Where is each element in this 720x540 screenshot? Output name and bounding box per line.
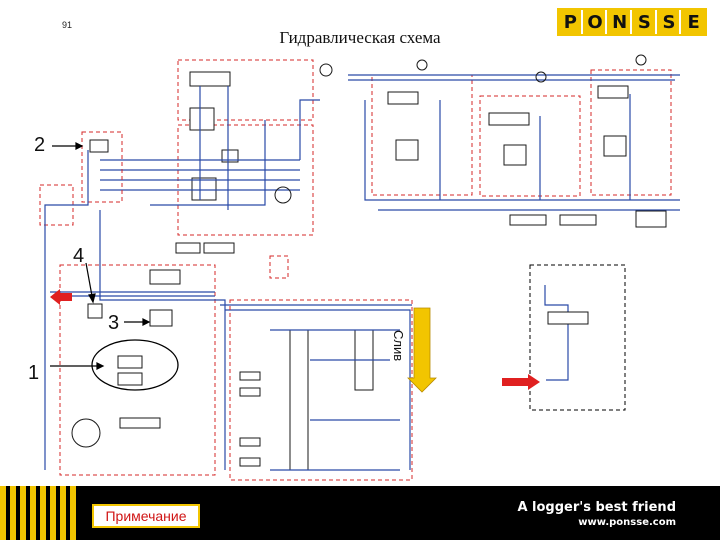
pipes-right [348, 74, 680, 211]
pipes-center [100, 86, 320, 210]
logo-letter: O [584, 10, 608, 34]
center-symbols [175, 63, 333, 254]
footer-bar: Примечание A logger's best friend www.po… [0, 486, 720, 540]
brand-tagline: A logger's best friend [517, 500, 676, 515]
lower-stack-blocks [239, 329, 374, 471]
red-arrow-inset [502, 374, 540, 390]
hydraulic-schematic [39, 54, 680, 481]
callout-leaders [50, 142, 151, 370]
callout-1: 1 [28, 362, 40, 384]
inset-module [502, 264, 626, 411]
logo-letter: S [658, 10, 682, 34]
footer-stripes [0, 486, 76, 540]
logo-letter: S [634, 10, 657, 34]
ponsse-logo: P O N S S E [557, 8, 707, 36]
callout-2: 2 [34, 134, 46, 156]
valve-blocks-center [189, 71, 239, 201]
lower-stack [229, 255, 413, 481]
left-valves [71, 139, 181, 448]
red-arrow-left [50, 289, 72, 305]
page-title: Гидравлическая схема [279, 28, 441, 47]
callout-3: 3 [108, 312, 120, 334]
logo-letter: E [683, 10, 705, 34]
right-valve-blocks [387, 85, 667, 228]
left-pipes [44, 150, 412, 470]
logo-letter: N [609, 10, 633, 34]
logo-letter: P [560, 10, 583, 34]
page-number: 91 [62, 20, 73, 30]
note-button[interactable]: Примечание [92, 504, 200, 528]
drain-label: Слив [391, 330, 406, 362]
circle-p-icons [416, 54, 647, 83]
lower-stack-pipes [270, 329, 400, 471]
callout-4: 4 [73, 245, 85, 267]
highlight-ellipse [91, 339, 179, 391]
drain-arrow [407, 307, 437, 393]
brand-website[interactable]: www.ponsse.com [578, 517, 676, 528]
